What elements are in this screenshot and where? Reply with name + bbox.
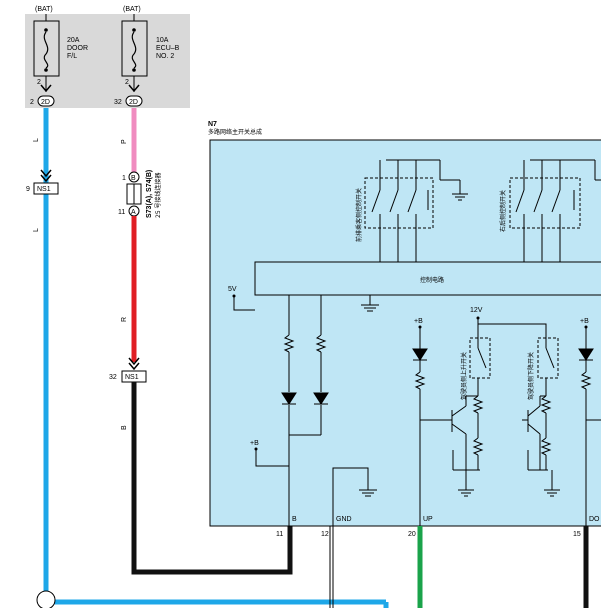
fuse1-in-pin: 2 [37,79,41,86]
joint-letter-a: A [131,209,136,216]
fuse1-rating: 20A [67,37,80,44]
pin-num-up: 20 [408,531,416,538]
pin-name-gnd: GND [336,516,352,523]
joint-pin-a: 11 [118,209,125,216]
ns1-top-pin: 9 [26,186,30,193]
black-wire [131,382,293,575]
fuse2-rating: 10A [156,37,169,44]
down-switch [537,337,559,379]
fuse2-name2: NO. 2 [156,53,174,60]
ns1-top-connector [33,182,59,195]
module-body [209,139,601,527]
5v-label: 5V [228,286,237,293]
pink-wire-color-label: P [121,139,128,144]
fuse1-conn-id: 2D [41,99,50,106]
fuse2-name1: ECU–B [156,45,180,52]
plus-b-up: +B [414,318,423,325]
switch-group-2 [509,177,581,229]
fuse2-in-pin: 2 [125,79,129,86]
joint-letter-b: B [131,175,136,182]
black-wire-color-label: B [121,425,128,430]
pin-name-b: B [292,516,297,523]
switch-group-1-contacts [371,160,429,262]
switch-group-2-label: 右后侧控制开关 [499,190,507,232]
red-wire-color-label: R [121,317,128,322]
pin-num-b: 11 [276,531,283,538]
control-circuit-block [254,261,601,296]
module-id: N7 [208,121,217,128]
fuse1-element-icon [43,31,49,69]
fuse1-name1: DOOR [67,45,88,52]
fuse1-connector [37,95,55,107]
joint-pin-b: 1 [122,175,126,182]
plus-b-right: +B [580,318,589,325]
module-title: 多路网络主开关总成 [208,128,262,136]
ns1-bottom-pin: 32 [109,374,117,381]
fuse1-name2: F/L [67,53,77,60]
12v-label: 12V [470,307,483,314]
switch-group-2-contacts [515,160,575,262]
pin-name-do: DO [589,516,600,523]
splice-point [36,590,56,608]
fuse2-connector [125,95,143,107]
fuse2-conn-pin: 32 [114,99,122,106]
fuse2-element-icon [131,31,137,69]
pin-num-gnd: 12 [321,531,329,538]
joint-desc: 25 号接线连接器 [154,172,162,218]
fuse1-conn-pin: 2 [30,99,34,106]
blue-wire-color-label-2: L [33,228,40,232]
ns1-bottom-id: NS1 [125,374,139,381]
up-switch [469,337,491,379]
fuse1-supply: (BAT) [35,6,53,13]
pin-num-do: 15 [573,531,581,538]
diode-left-icon [281,392,297,405]
switch-group-1 [364,177,434,229]
ns1-top-id: NS1 [37,186,51,193]
fuse2-conn-id: 2D [129,99,138,106]
plus-b-left: +B [250,440,259,447]
down-switch-label: 驾驶员侧下降开关 [527,352,535,400]
switch-group-1-label: 前排乘客侧控制开关 [355,188,363,242]
fuse-box-area [25,14,190,108]
joint-label: S73(A), S74(B) [146,170,153,218]
control-circuit-label: 控制电路 [420,276,444,284]
up-switch-label: 驾驶员侧上升开关 [460,352,468,400]
pin-name-up: UP [423,516,433,523]
fuse2-supply: (BAT) [123,6,141,13]
blue-wire-color-label-1: L [33,138,40,142]
diode-right-icon [313,392,329,405]
